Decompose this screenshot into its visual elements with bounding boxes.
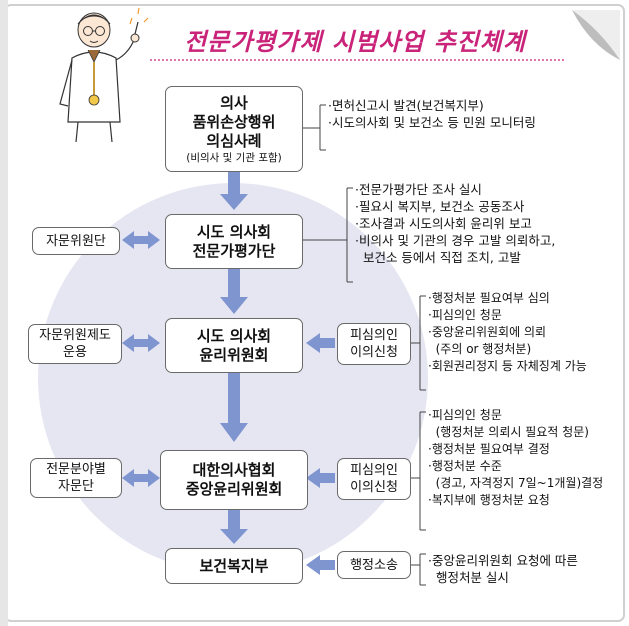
ethics-line-2: 윤리위원회: [199, 345, 269, 364]
note-line: ·비의사 및 기관의 경우 고발 의뢰하고,: [355, 233, 556, 248]
local-ethics-box: 시도 의사회 윤리위원회: [165, 318, 303, 373]
appeal1-line-2: 이의신청: [350, 345, 398, 360]
specialty-advisory-box: 전문분야별 자문단: [30, 458, 122, 498]
corner-fold-shade: [572, 10, 620, 60]
appeal2-line-2: 이의신청: [350, 480, 398, 495]
note-brackets: [303, 104, 426, 586]
appeal-box-2: 피심의인 이의신청: [337, 458, 411, 500]
local-assoc-line-2: 전문가평가단: [192, 241, 276, 260]
note-line: ·면허신고시 발견(보건복지부): [328, 98, 484, 113]
doctor-case-box: 의사 품위손상행위 의심사례 (비의사 및 기관 포함): [165, 86, 303, 172]
note-line: ·피심의인 청문: [428, 408, 502, 422]
note-line: ·회원권리정지 등 자체징계 가능: [428, 359, 587, 373]
note-line: (주의 or 행정처분): [428, 342, 532, 356]
advisory-committee-box: 자문위원단: [32, 227, 120, 255]
note-line: ·필요시 복지부, 보건소 공동조사: [355, 199, 525, 214]
specialty-line-1: 전문분야별: [46, 462, 106, 477]
frame-left-shadow: [0, 0, 8, 626]
note-line: ·시도의사회 및 보건소 등 민원 모니터링: [328, 115, 536, 130]
left-double-arrows: [122, 231, 160, 487]
notes-ministry: ·중앙윤리위원회 요청에 따른 행정처분 실시: [428, 552, 578, 586]
note-line: ·중앙윤리위원회 요청에 따른: [428, 553, 578, 568]
note-line: (행정처분 의뢰시 필요적 청문): [428, 425, 589, 439]
specialty-line-2: 자문단: [58, 479, 94, 494]
doctor-line-1: 의사: [220, 93, 248, 112]
note-line: ·행정처분 수준: [428, 459, 502, 473]
local-assoc-line-1: 시도 의사회: [196, 222, 272, 241]
note-line: ·전문가평가단 조사 실시: [355, 182, 482, 197]
note-line: ·중앙윤리위원회에 의뢰: [428, 325, 547, 339]
admin-lawsuit-box: 행정소송: [337, 551, 411, 579]
note-line: 보건소 등에서 직접 조치, 고발: [355, 250, 521, 265]
note-line: ·복지부에 행정처분 요청: [428, 493, 550, 507]
kma-line-1: 대한의사협회: [192, 461, 276, 479]
notes-central-ethics: ·피심의인 청문 (행정처분 의뢰시 필요적 청문) ·행정처분 필요여부 결정…: [428, 407, 603, 509]
notes-local-ethics: ·행정처분 필요여부 심의 ·피심의인 청문 ·중앙윤리위원회에 의뢰 (주의 …: [428, 290, 587, 375]
advisory-system-line-2: 운용: [63, 345, 87, 360]
note-line: 행정처분 실시: [428, 570, 509, 585]
appeal1-line-1: 피심의인: [350, 328, 398, 343]
doctor-line-3: 의심사례: [206, 131, 262, 150]
advisory-system-box: 자문위원제도 운용: [28, 324, 122, 364]
note-line: (경고, 자격정지 7일~1개월)결정: [428, 476, 604, 490]
appeal2-line-1: 피심의인: [350, 463, 398, 478]
lawsuit-line-1: 행정소송: [350, 557, 398, 573]
notes-evaluation-panel: ·전문가평가단 조사 실시 ·필요시 복지부, 보건소 공동조사 ·조사결과 시…: [355, 181, 555, 266]
local-assoc-panel-box: 시도 의사회 전문가평가단: [165, 214, 303, 269]
doctor-illustration: [59, 7, 149, 143]
right-arrows: [306, 333, 335, 575]
note-line: ·행정처분 필요여부 심의: [428, 291, 550, 305]
page-title: 전문가평가제 시범사업 추진체계: [184, 28, 526, 56]
ministry-line-1: 보건복지부: [199, 556, 269, 575]
doctor-subtitle: (비의사 및 기관 포함): [186, 151, 282, 164]
note-line: ·피심의인 청문: [428, 308, 502, 322]
doctor-line-2: 품위손상행위: [192, 112, 276, 131]
flow-arrows-down: [220, 172, 248, 544]
advisory-system-line-1: 자문위원제도: [39, 328, 111, 343]
advisory-line-1: 자문위원단: [46, 233, 106, 249]
note-line: ·조사결과 시도의사회 윤리위 보고: [355, 216, 532, 231]
appeal-box-1: 피심의인 이의신청: [337, 323, 411, 365]
ethics-line-1: 시도 의사회: [196, 326, 272, 345]
ministry-box: 보건복지부: [165, 548, 303, 584]
notes-detection: ·면허신고시 발견(보건복지부) ·시도의사회 및 보건소 등 민원 모니터링: [328, 97, 536, 131]
kma-line-2: 중앙윤리위원회: [185, 480, 283, 498]
note-line: ·행정처분 필요여부 결정: [428, 442, 550, 456]
kma-central-ethics-box: 대한의사협회 중앙윤리위원회: [160, 450, 308, 510]
